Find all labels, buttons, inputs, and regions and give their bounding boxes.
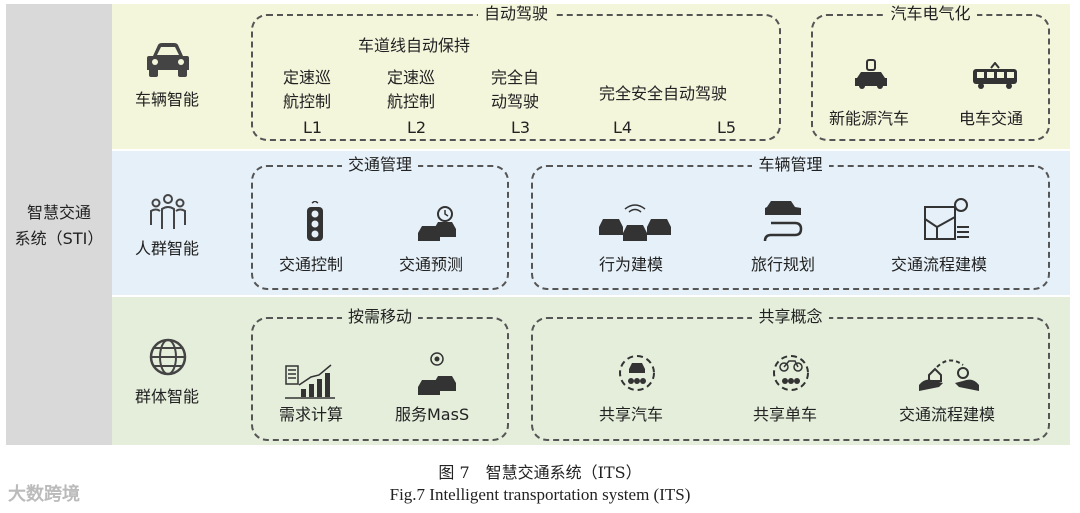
on-demand-title: 按需移动 (341, 307, 418, 326)
tram-icon (973, 62, 1017, 89)
traffic-mgmt-item-control: 交通控制 (279, 255, 344, 274)
row-label-crowd: 人群智能 (134, 239, 199, 258)
traffic-mgmt-title: 交通管理 (341, 155, 418, 174)
traffic-mgmt-item-forecast: 交通预测 (399, 255, 464, 274)
sharing-item-car: 共享汽车 (599, 405, 664, 424)
level-l3: L3 (511, 118, 531, 137)
sharing-box: 共享概念 共享汽车 共享单车 交通流程建模 (531, 307, 1050, 441)
vehicle-mgmt-item-flow: 交通流程建模 (891, 255, 988, 274)
l2-text-b: 航控制 (387, 92, 436, 111)
electric-title: 汽车电气化 (884, 4, 977, 23)
globe-icon (149, 338, 187, 376)
sharing-item-flow: 交通流程建模 (899, 405, 996, 424)
traffic-light-icon (307, 201, 323, 241)
lane-keep-label: 车道线自动保持 (358, 36, 471, 55)
sharing-item-bike: 共享单车 (753, 405, 818, 424)
row-label-vehicle: 车辆智能 (134, 90, 199, 109)
system-column: 智慧交通 系统（STI） (6, 4, 112, 445)
row-swarm-intelligence: 群体智能 按需移动 需求计算 服务MasS 共享概念 (112, 297, 1070, 445)
people-icon (150, 194, 186, 229)
row-label-swarm: 群体智能 (134, 387, 199, 406)
on-demand-box: 按需移动 需求计算 服务MasS (251, 307, 509, 441)
shared-flow-icon (919, 359, 979, 391)
electric-item-tram: 电车交通 (959, 109, 1024, 128)
row-vehicle-intelligence: 车辆智能 自动驾驶 车道线自动保持 定速巡 航控制 定速巡 航控制 完全自 动驾… (112, 4, 1070, 149)
l2-text-a: 定速巡 (387, 68, 436, 87)
on-demand-item-maas: 服务MasS (395, 405, 470, 424)
level-l4: L4 (613, 118, 633, 137)
vehicle-mgmt-title: 车辆管理 (752, 155, 829, 174)
shared-car-icon (619, 355, 655, 391)
flow-model-icon (924, 198, 969, 240)
l3-text-a: 完全自 (491, 68, 540, 87)
trip-planning-icon (763, 201, 803, 242)
l3-text-b: 动驾驶 (491, 92, 540, 111)
l45-text: 完全安全自动驾驶 (599, 84, 728, 103)
ev-car-icon (855, 59, 887, 89)
car-icon (147, 43, 189, 77)
traffic-forecast-icon (418, 206, 456, 241)
level-l2: L2 (407, 118, 427, 137)
demand-chart-icon (285, 364, 335, 399)
level-l5: L5 (717, 118, 737, 137)
shared-bike-icon (773, 355, 809, 391)
row-crowd-intelligence: 人群智能 交通管理 交通控制 交通预测 车辆管理 (112, 151, 1070, 295)
electric-box: 汽车电气化 新能源汽车 电车交通 (811, 4, 1050, 141)
system-label-line1: 智慧交通 (26, 203, 91, 222)
autodrive-title: 自动驾驶 (477, 4, 554, 23)
caption-cn: 图 7 智慧交通系统（ITS） (438, 463, 642, 482)
l1-text-a: 定速巡 (283, 68, 332, 87)
sharing-title: 共享概念 (752, 307, 829, 326)
maas-service-icon (418, 352, 456, 395)
on-demand-item-compute: 需求计算 (279, 405, 344, 424)
vehicle-mgmt-item-behavior: 行为建模 (599, 255, 664, 274)
caption-en: Fig.7 Intelligent transportation system … (389, 485, 691, 504)
autodrive-box: 自动驾驶 车道线自动保持 定速巡 航控制 定速巡 航控制 完全自 动驾驶 完全安… (251, 4, 781, 141)
vehicle-mgmt-item-trip: 旅行规划 (751, 255, 816, 274)
electric-item-ev: 新能源汽车 (829, 109, 910, 128)
traffic-mgmt-box: 交通管理 交通控制 交通预测 (251, 155, 509, 290)
vehicle-mgmt-box: 车辆管理 行为建模 旅行规划 交通流程建模 (531, 155, 1050, 290)
l1-text-b: 航控制 (283, 92, 332, 111)
system-label-line2: 系统（STI） (14, 229, 104, 248)
level-l1: L1 (303, 118, 323, 137)
watermark: 大数跨境 (8, 484, 80, 505)
behavior-model-icon (599, 204, 671, 241)
